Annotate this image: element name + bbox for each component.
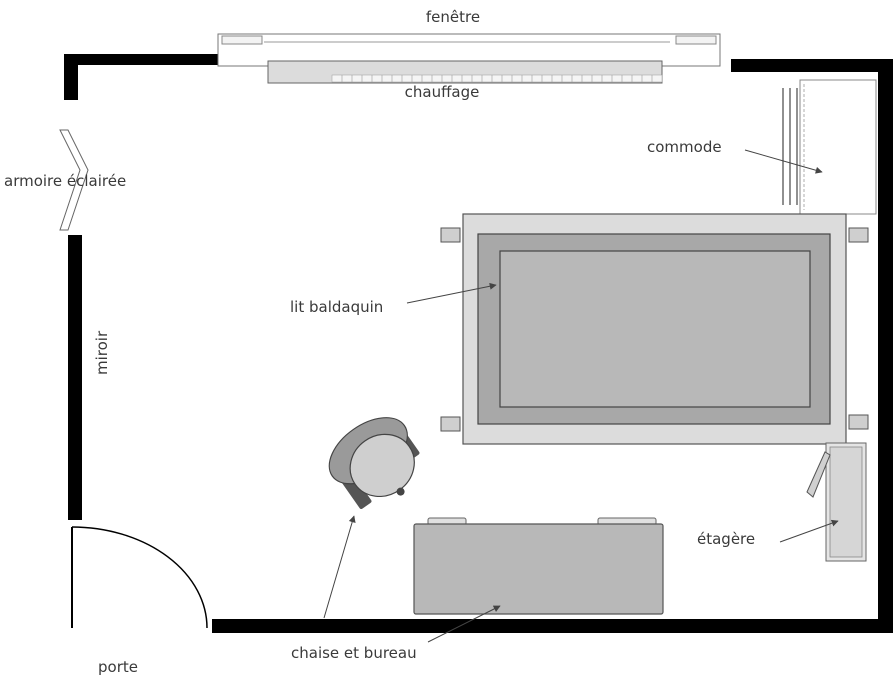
wall-right [878, 59, 893, 630]
arrow-chair [323, 515, 356, 619]
shelf [806, 442, 867, 562]
labels: fenêtre chauffage commode armoire éclair… [4, 8, 755, 676]
wall-top-left [64, 54, 218, 65]
label-shelf: étagère [697, 530, 755, 548]
walls [64, 54, 893, 633]
annotation-arrows [323, 149, 839, 643]
door [71, 526, 208, 629]
arrow-desk [427, 605, 501, 643]
arrow-bed [406, 282, 497, 304]
label-window: fenêtre [426, 8, 480, 26]
label-canopy-bed: lit baldaquin [290, 298, 383, 316]
label-dresser: commode [647, 138, 722, 156]
label-door: porte [98, 658, 138, 676]
label-mirror: miroir [93, 330, 111, 375]
arrow-shelf [779, 519, 839, 543]
wall-top-right [731, 59, 893, 72]
canopy-bed [440, 213, 869, 445]
wall-left-lower [68, 235, 82, 520]
arrow-dresser [744, 149, 823, 174]
label-chair-desk: chaise et bureau [291, 644, 417, 662]
label-heating: chauffage [405, 83, 480, 101]
wardrobe-chevron [59, 129, 89, 231]
label-wardrobe: armoire éclairée [4, 172, 126, 190]
wall-left-upper [64, 54, 78, 100]
dresser [782, 79, 877, 215]
radiator [267, 60, 663, 84]
wall-bottom [212, 619, 893, 633]
desk [413, 517, 664, 615]
chair [328, 417, 420, 509]
